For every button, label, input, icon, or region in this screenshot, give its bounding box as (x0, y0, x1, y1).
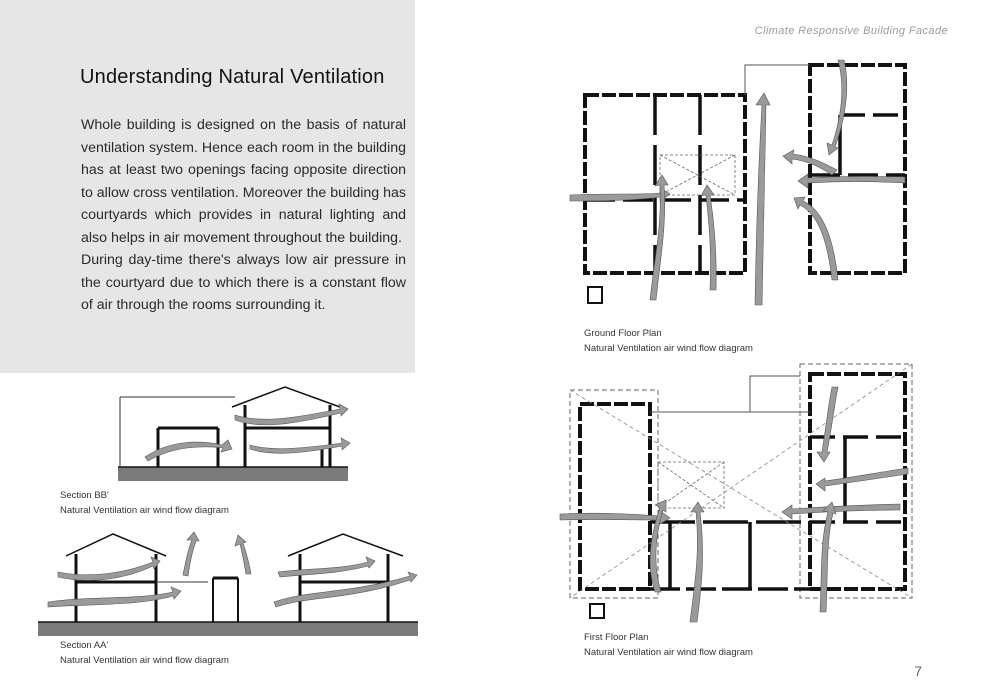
page-number: 7 (914, 663, 922, 679)
ground-floor-plan-title: Ground Floor Plan (584, 328, 662, 339)
first-floor-plan-drawing (559, 363, 913, 623)
ground-floor-plan-caption: Ground Floor Plan Natural Ventilation ai… (584, 326, 753, 356)
document-header-title: Climate Responsive Building Facade (754, 25, 948, 37)
text-panel (0, 0, 415, 373)
section-bb-title: Section BB' (60, 490, 109, 501)
paragraph-1: Whole building is designed on the basis … (81, 117, 406, 246)
section-bb-caption: Section BB' Natural Ventilation air wind… (60, 488, 229, 518)
ground-floor-plan-drawing (569, 59, 907, 306)
section-aa-subtitle: Natural Ventilation air wind flow diagra… (60, 655, 229, 666)
section-aa-caption: Section AA' Natural Ventilation air wind… (60, 638, 229, 668)
first-floor-plan-title: First Floor Plan (584, 632, 649, 643)
first-floor-plan-caption: First Floor Plan Natural Ventilation air… (584, 630, 753, 660)
section-bb-subtitle: Natural Ventilation air wind flow diagra… (60, 505, 229, 516)
section-aa-title: Section AA' (60, 640, 109, 651)
section-aa-drawing (38, 531, 418, 636)
ground-floor-plan-subtitle: Natural Ventilation air wind flow diagra… (584, 343, 753, 354)
body-text: Whole building is designed on the basis … (81, 114, 406, 317)
first-floor-plan-subtitle: Natural Ventilation air wind flow diagra… (584, 647, 753, 658)
page-title: Understanding Natural Ventilation (80, 66, 385, 88)
section-bb-drawing (118, 386, 351, 481)
paragraph-2: During day-time there's always low air p… (81, 252, 406, 313)
